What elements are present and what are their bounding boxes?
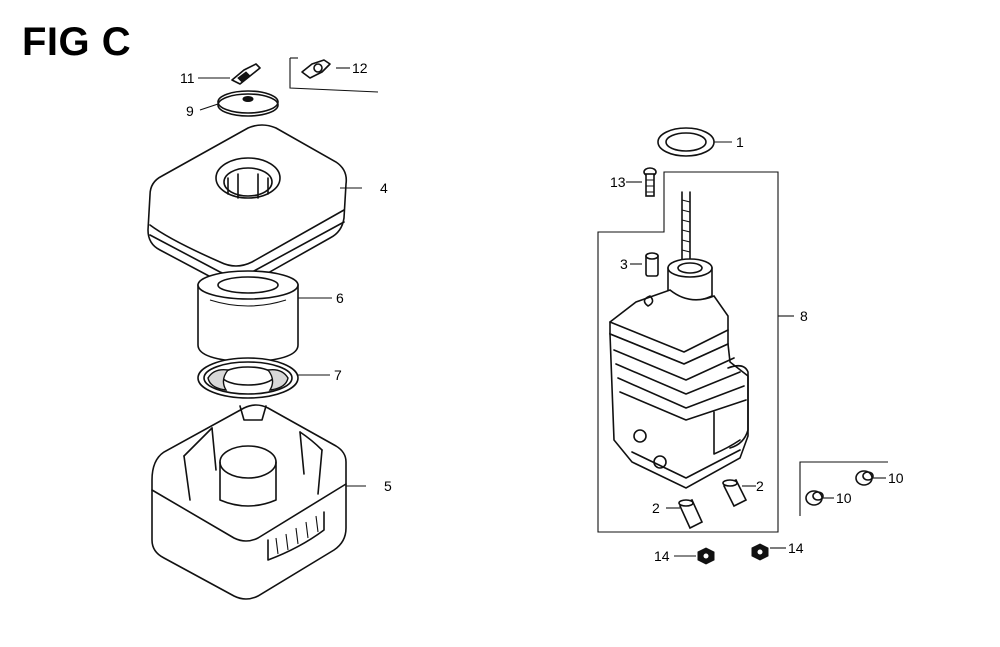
label-part-2-upper: 2	[756, 478, 764, 494]
label-part-9: 9	[186, 103, 194, 119]
label-part-1: 1	[736, 134, 744, 150]
label-part-11: 11	[180, 70, 195, 86]
label-part-7: 7	[334, 367, 342, 383]
part-8-body	[609, 191, 749, 489]
label-part-10-lower: 10	[836, 490, 852, 506]
part-1-o-ring	[657, 127, 732, 157]
part-3-pin	[630, 252, 659, 277]
leader-lines-left	[198, 67, 366, 487]
part-10-cap-a	[855, 470, 874, 486]
part-9-plate	[217, 90, 279, 117]
figure-title: FIG C	[22, 20, 132, 64]
part-11-wing-nut	[231, 63, 261, 85]
part-12-wing-nut	[289, 57, 379, 93]
label-part-13: 13	[610, 174, 626, 190]
part-10-caps	[799, 461, 888, 516]
label-part-5: 5	[384, 478, 392, 494]
part-2-pin-lower	[666, 498, 704, 530]
label-part-2-lower: 2	[652, 500, 660, 516]
label-part-4: 4	[380, 180, 388, 196]
label-part-10-upper: 10	[888, 470, 904, 486]
part-10-cap-b	[805, 490, 824, 506]
label-part-14-right: 14	[788, 540, 804, 556]
label-part-8: 8	[800, 308, 808, 324]
part-8-group-bracket	[597, 171, 794, 533]
part-6-filter-element	[197, 270, 299, 363]
part-4-cover	[147, 124, 348, 288]
part-7-seal	[197, 357, 299, 399]
label-part-6: 6	[336, 290, 344, 306]
part-2-pin-upper	[722, 478, 756, 508]
label-part-14-left: 14	[654, 548, 670, 564]
part-14-nut-left	[674, 547, 715, 565]
part-5-case	[151, 404, 347, 600]
label-part-3: 3	[620, 256, 628, 272]
part-13-bolt	[626, 167, 657, 197]
label-part-12: 12	[352, 60, 368, 76]
part-number-labels: 11 12 9 4 6 7 5 1 13 3 8 2 2 10 10 14 14	[180, 60, 904, 564]
part-14-nut-right	[751, 543, 786, 561]
